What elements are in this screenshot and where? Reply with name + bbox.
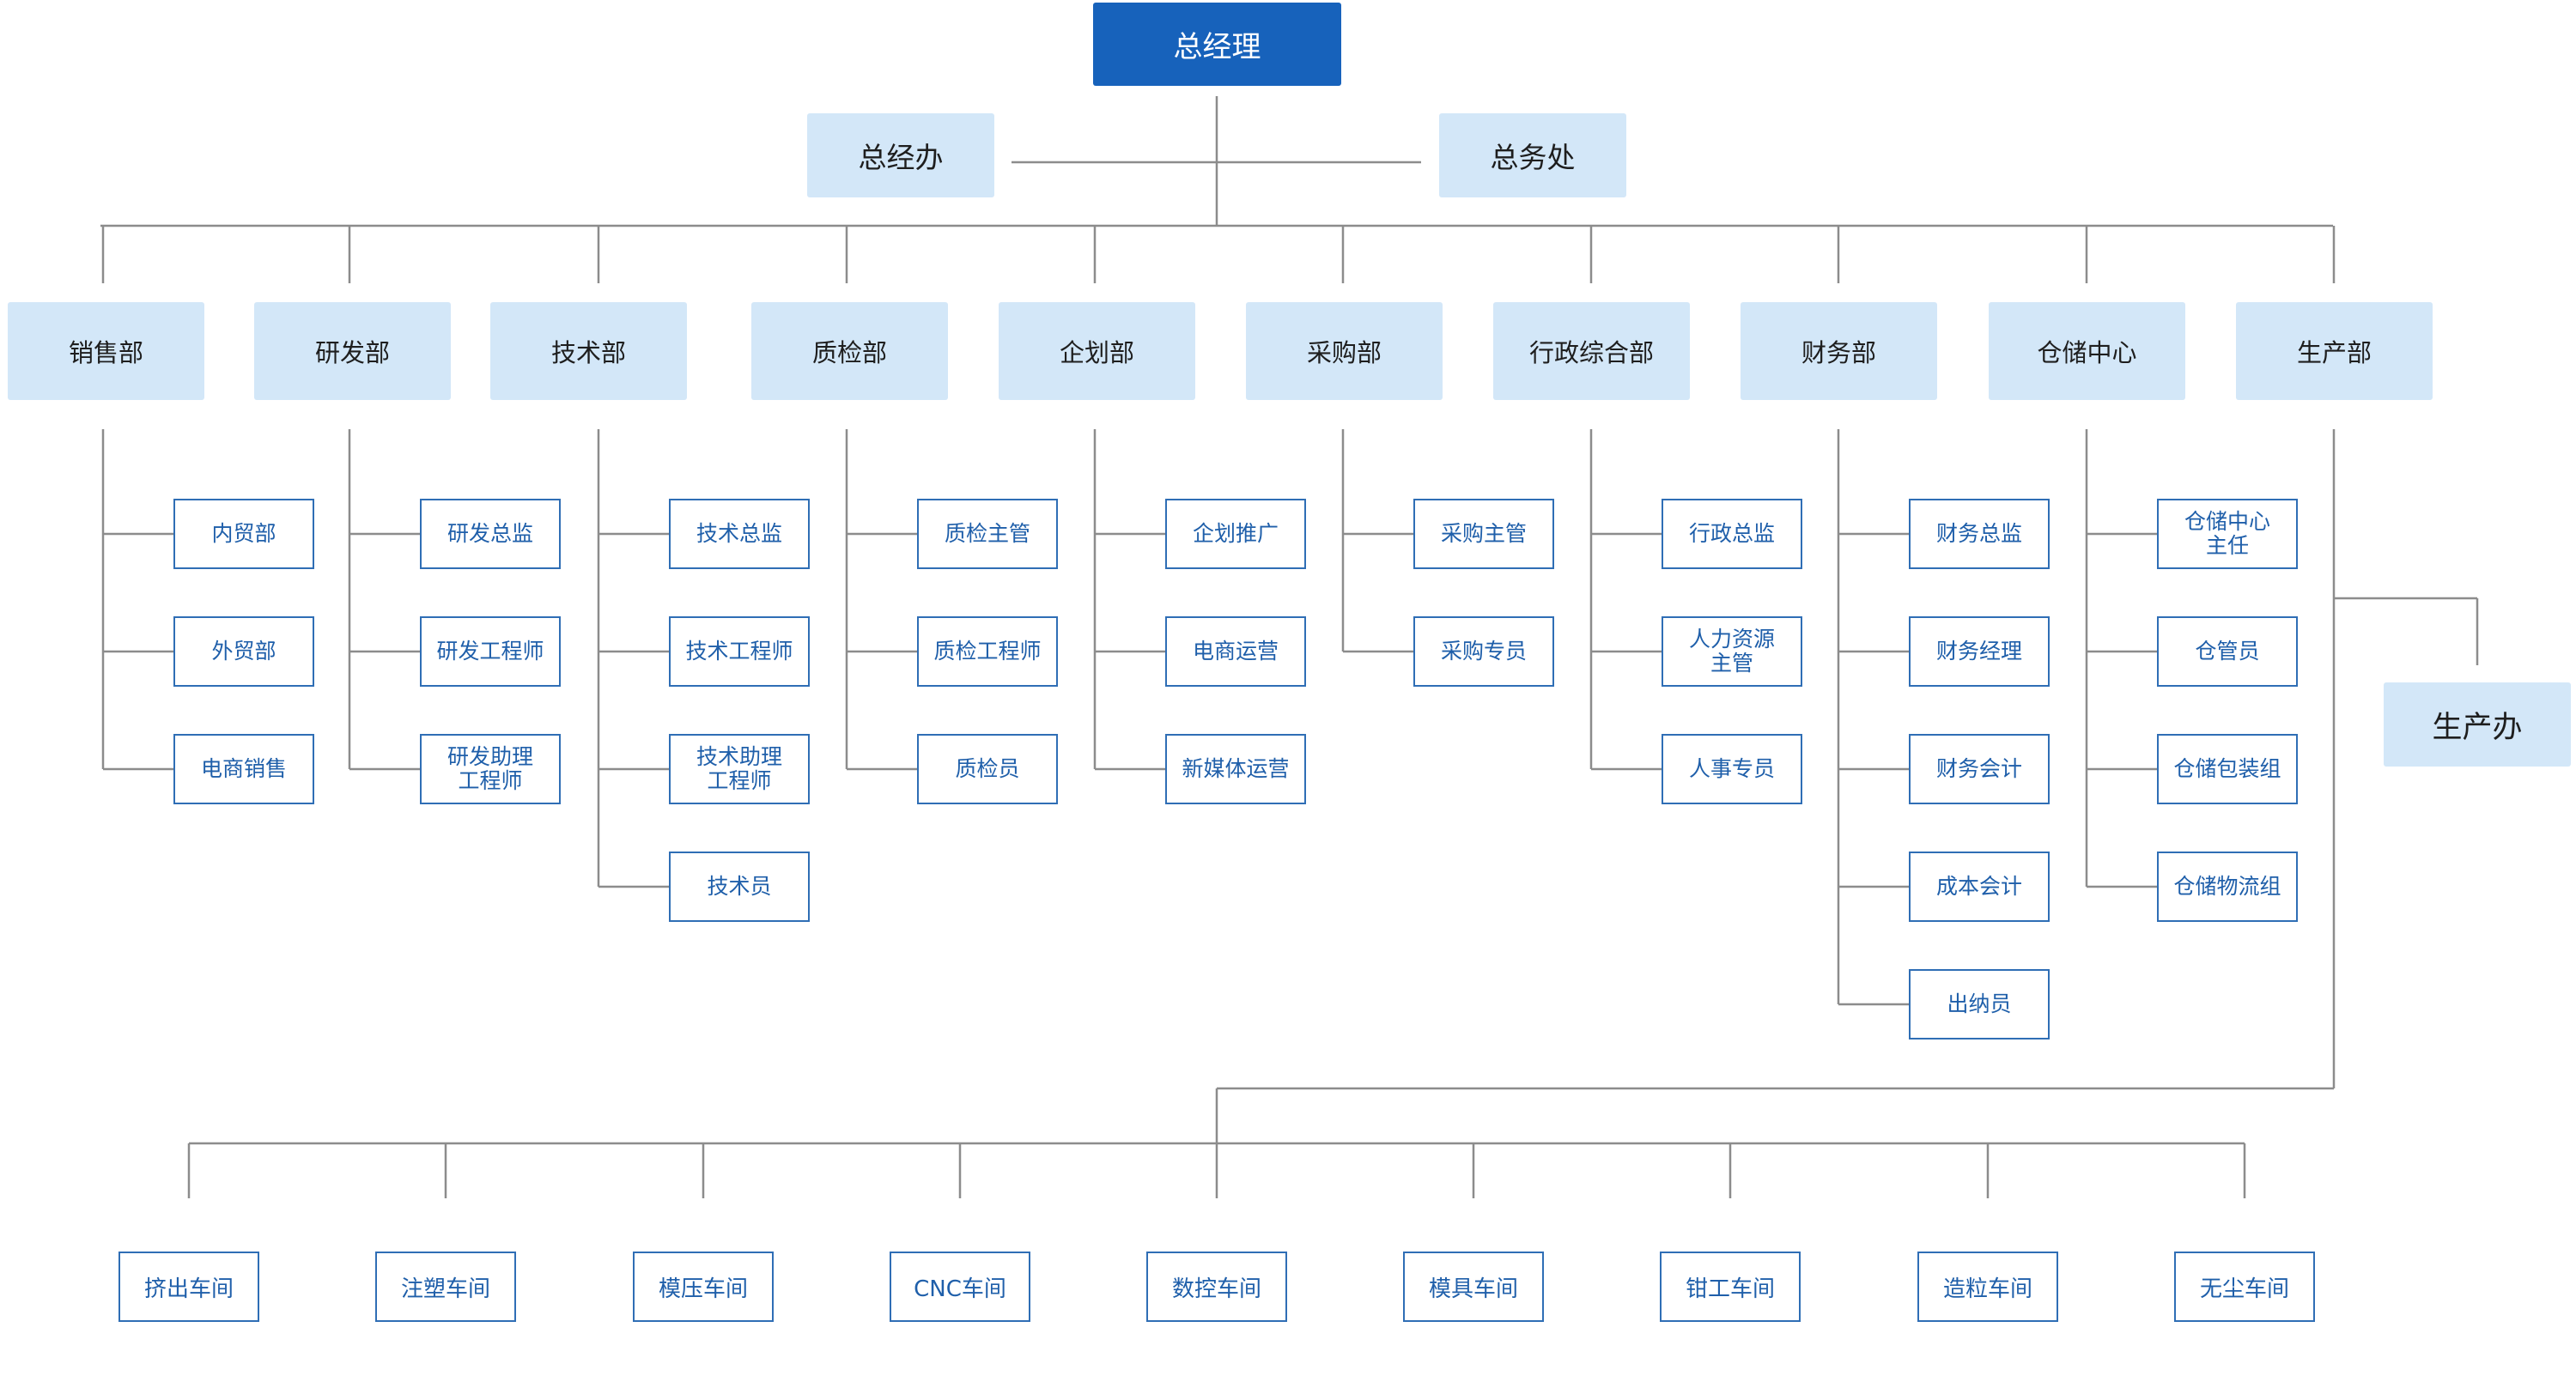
workshop-box: 钳工车间	[1660, 1252, 1801, 1322]
office-box-general-affairs: 总务处	[1439, 113, 1626, 197]
workshop-box: 挤出车间	[118, 1252, 259, 1322]
role-box: 新媒体运营	[1165, 734, 1306, 804]
role-box: 人力资源 主管	[1662, 616, 1802, 687]
role-box: 技术助理 工程师	[669, 734, 810, 804]
department-box: 仓储中心	[1989, 302, 2185, 400]
department-box: 销售部	[8, 302, 204, 400]
role-box: 技术员	[669, 852, 810, 922]
role-box: 仓储中心 主任	[2157, 499, 2298, 569]
role-box: 质检主管	[917, 499, 1058, 569]
department-box: 技术部	[490, 302, 687, 400]
role-box: 财务经理	[1909, 616, 2050, 687]
department-box: 研发部	[254, 302, 451, 400]
role-box: 技术总监	[669, 499, 810, 569]
role-box: 行政总监	[1662, 499, 1802, 569]
workshop-box: 注塑车间	[375, 1252, 516, 1322]
role-box: 仓管员	[2157, 616, 2298, 687]
department-box: 行政综合部	[1493, 302, 1690, 400]
role-box: 财务会计	[1909, 734, 2050, 804]
role-box: 电商运营	[1165, 616, 1306, 687]
role-box: 采购专员	[1413, 616, 1554, 687]
role-box: 财务总监	[1909, 499, 2050, 569]
role-box: 电商销售	[173, 734, 314, 804]
workshop-box: 模压车间	[633, 1252, 774, 1322]
role-box: 内贸部	[173, 499, 314, 569]
role-box: 采购主管	[1413, 499, 1554, 569]
role-box: 仓储包装组	[2157, 734, 2298, 804]
workshop-box: 造粒车间	[1917, 1252, 2058, 1322]
workshop-box: 模具车间	[1403, 1252, 1544, 1322]
role-box: 研发助理 工程师	[420, 734, 561, 804]
workshop-box: 无尘车间	[2174, 1252, 2315, 1322]
production-office-box: 生产办	[2384, 682, 2571, 767]
role-box: 质检工程师	[917, 616, 1058, 687]
role-box: 成本会计	[1909, 852, 2050, 922]
ceo-box: 总经理	[1093, 3, 1341, 86]
role-box: 出纳员	[1909, 969, 2050, 1039]
workshop-box: CNC车间	[890, 1252, 1030, 1322]
role-box: 人事专员	[1662, 734, 1802, 804]
role-box: 仓储物流组	[2157, 852, 2298, 922]
office-box-general-manager-office: 总经办	[807, 113, 994, 197]
role-box: 技术工程师	[669, 616, 810, 687]
department-box: 企划部	[999, 302, 1195, 400]
role-box: 研发总监	[420, 499, 561, 569]
department-box: 财务部	[1741, 302, 1937, 400]
role-box: 外贸部	[173, 616, 314, 687]
department-box: 采购部	[1246, 302, 1443, 400]
role-box: 质检员	[917, 734, 1058, 804]
role-box: 研发工程师	[420, 616, 561, 687]
role-box: 企划推广	[1165, 499, 1306, 569]
department-box: 生产部	[2236, 302, 2433, 400]
department-box: 质检部	[751, 302, 948, 400]
workshop-box: 数控车间	[1146, 1252, 1287, 1322]
